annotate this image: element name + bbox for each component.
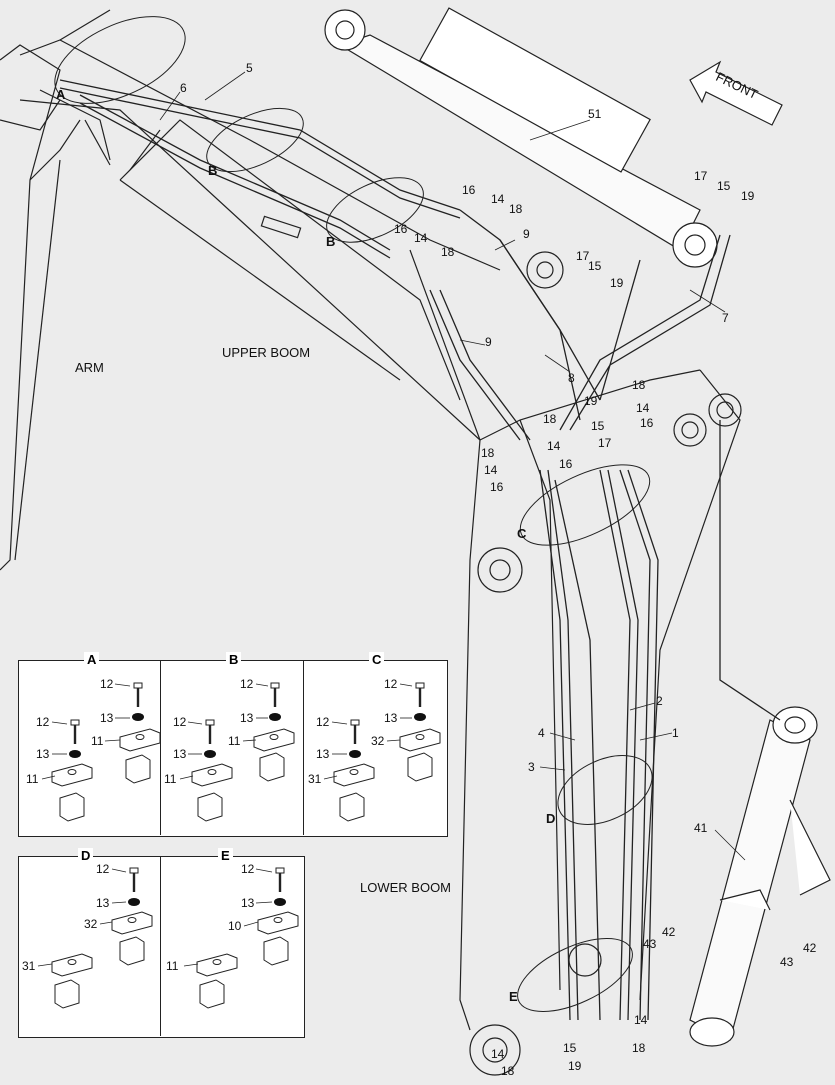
callout-16-c: 16 xyxy=(640,416,654,430)
callout-17-a: 17 xyxy=(694,169,708,183)
callout-18-e: 18 xyxy=(481,446,495,460)
view-marker-c: C xyxy=(517,526,527,541)
callout-18-g: 18 xyxy=(501,1064,515,1078)
callout-17-c: 17 xyxy=(598,436,612,450)
callout-16-e: 16 xyxy=(490,480,504,494)
upper-boom-label: UPPER BOOM xyxy=(222,345,310,360)
callout-42-a: 42 xyxy=(662,925,676,939)
detail-d-title: D xyxy=(78,848,94,863)
callout-2: 2 xyxy=(656,694,663,708)
view-marker-a: A xyxy=(56,87,66,102)
callout-14-d: 14 xyxy=(547,439,561,453)
callout-18-f: 18 xyxy=(632,1041,646,1055)
callout-5: 5 xyxy=(246,61,253,75)
callout-15-b: 15 xyxy=(588,259,602,273)
callout-19-b: 19 xyxy=(610,276,624,290)
callout-17-b: 17 xyxy=(576,249,590,263)
boom-cylinder xyxy=(689,706,831,1047)
callout-15-d: 15 xyxy=(563,1041,577,1055)
lower-boom-label: LOWER BOOM xyxy=(360,880,451,895)
callout-16-a: 16 xyxy=(462,183,476,197)
view-marker-b2: B xyxy=(326,234,335,249)
callout-8: 8 xyxy=(568,371,575,385)
callout-14-e: 14 xyxy=(484,463,498,477)
detail-view-circles xyxy=(54,16,653,1012)
callout-leaders xyxy=(159,71,746,861)
callout-15-c: 15 xyxy=(591,419,605,433)
detail-a-title: A xyxy=(84,652,100,667)
callout-16-b: 16 xyxy=(394,222,408,236)
callout-51: 51 xyxy=(588,107,602,121)
callout-1: 1 xyxy=(672,726,679,740)
callout-3: 3 xyxy=(528,760,535,774)
arm-cylinder xyxy=(324,7,718,268)
callout-18-a: 18 xyxy=(509,202,523,216)
callout-16-d: 16 xyxy=(559,457,573,471)
detail-b-title: B xyxy=(226,652,242,667)
detail-c-title: C xyxy=(369,652,385,667)
callout-14-g: 14 xyxy=(491,1047,505,1061)
callout-19-c: 19 xyxy=(584,394,598,408)
callout-18-c: 18 xyxy=(632,378,646,392)
callout-18-d: 18 xyxy=(543,412,557,426)
lower-boom-structure xyxy=(459,251,742,1076)
callout-18-b: 18 xyxy=(441,245,455,259)
callout-15-a: 15 xyxy=(717,179,731,193)
callout-14-a: 14 xyxy=(491,192,505,206)
callout-41: 41 xyxy=(694,821,708,835)
callout-7: 7 xyxy=(722,311,729,325)
upper-boom-structure xyxy=(19,9,501,441)
callout-19-a: 19 xyxy=(741,189,755,203)
front-arrow xyxy=(689,60,783,126)
callout-9-upper: 9 xyxy=(523,227,530,241)
callout-4: 4 xyxy=(538,726,545,740)
callout-14-f: 14 xyxy=(634,1013,648,1027)
callout-42-b: 42 xyxy=(803,941,817,955)
callout-43-b: 43 xyxy=(780,955,794,969)
view-marker-e: E xyxy=(509,989,518,1004)
detail-e-title: E xyxy=(218,848,233,863)
callout-43-a: 43 xyxy=(643,937,657,951)
callout-6: 6 xyxy=(180,81,187,95)
callout-9-lower: 9 xyxy=(485,335,492,349)
view-marker-d: D xyxy=(546,811,555,826)
callout-14-c: 14 xyxy=(636,401,650,415)
pipe-lines xyxy=(59,79,781,1021)
callout-14-b: 14 xyxy=(414,231,428,245)
detail-panel-row1 xyxy=(18,660,448,837)
arm-label: ARM xyxy=(75,360,104,375)
callout-19-d: 19 xyxy=(568,1059,582,1073)
arm-structure xyxy=(0,44,111,571)
detail-panel-row2 xyxy=(18,856,305,1038)
view-marker-b1: B xyxy=(208,163,217,178)
